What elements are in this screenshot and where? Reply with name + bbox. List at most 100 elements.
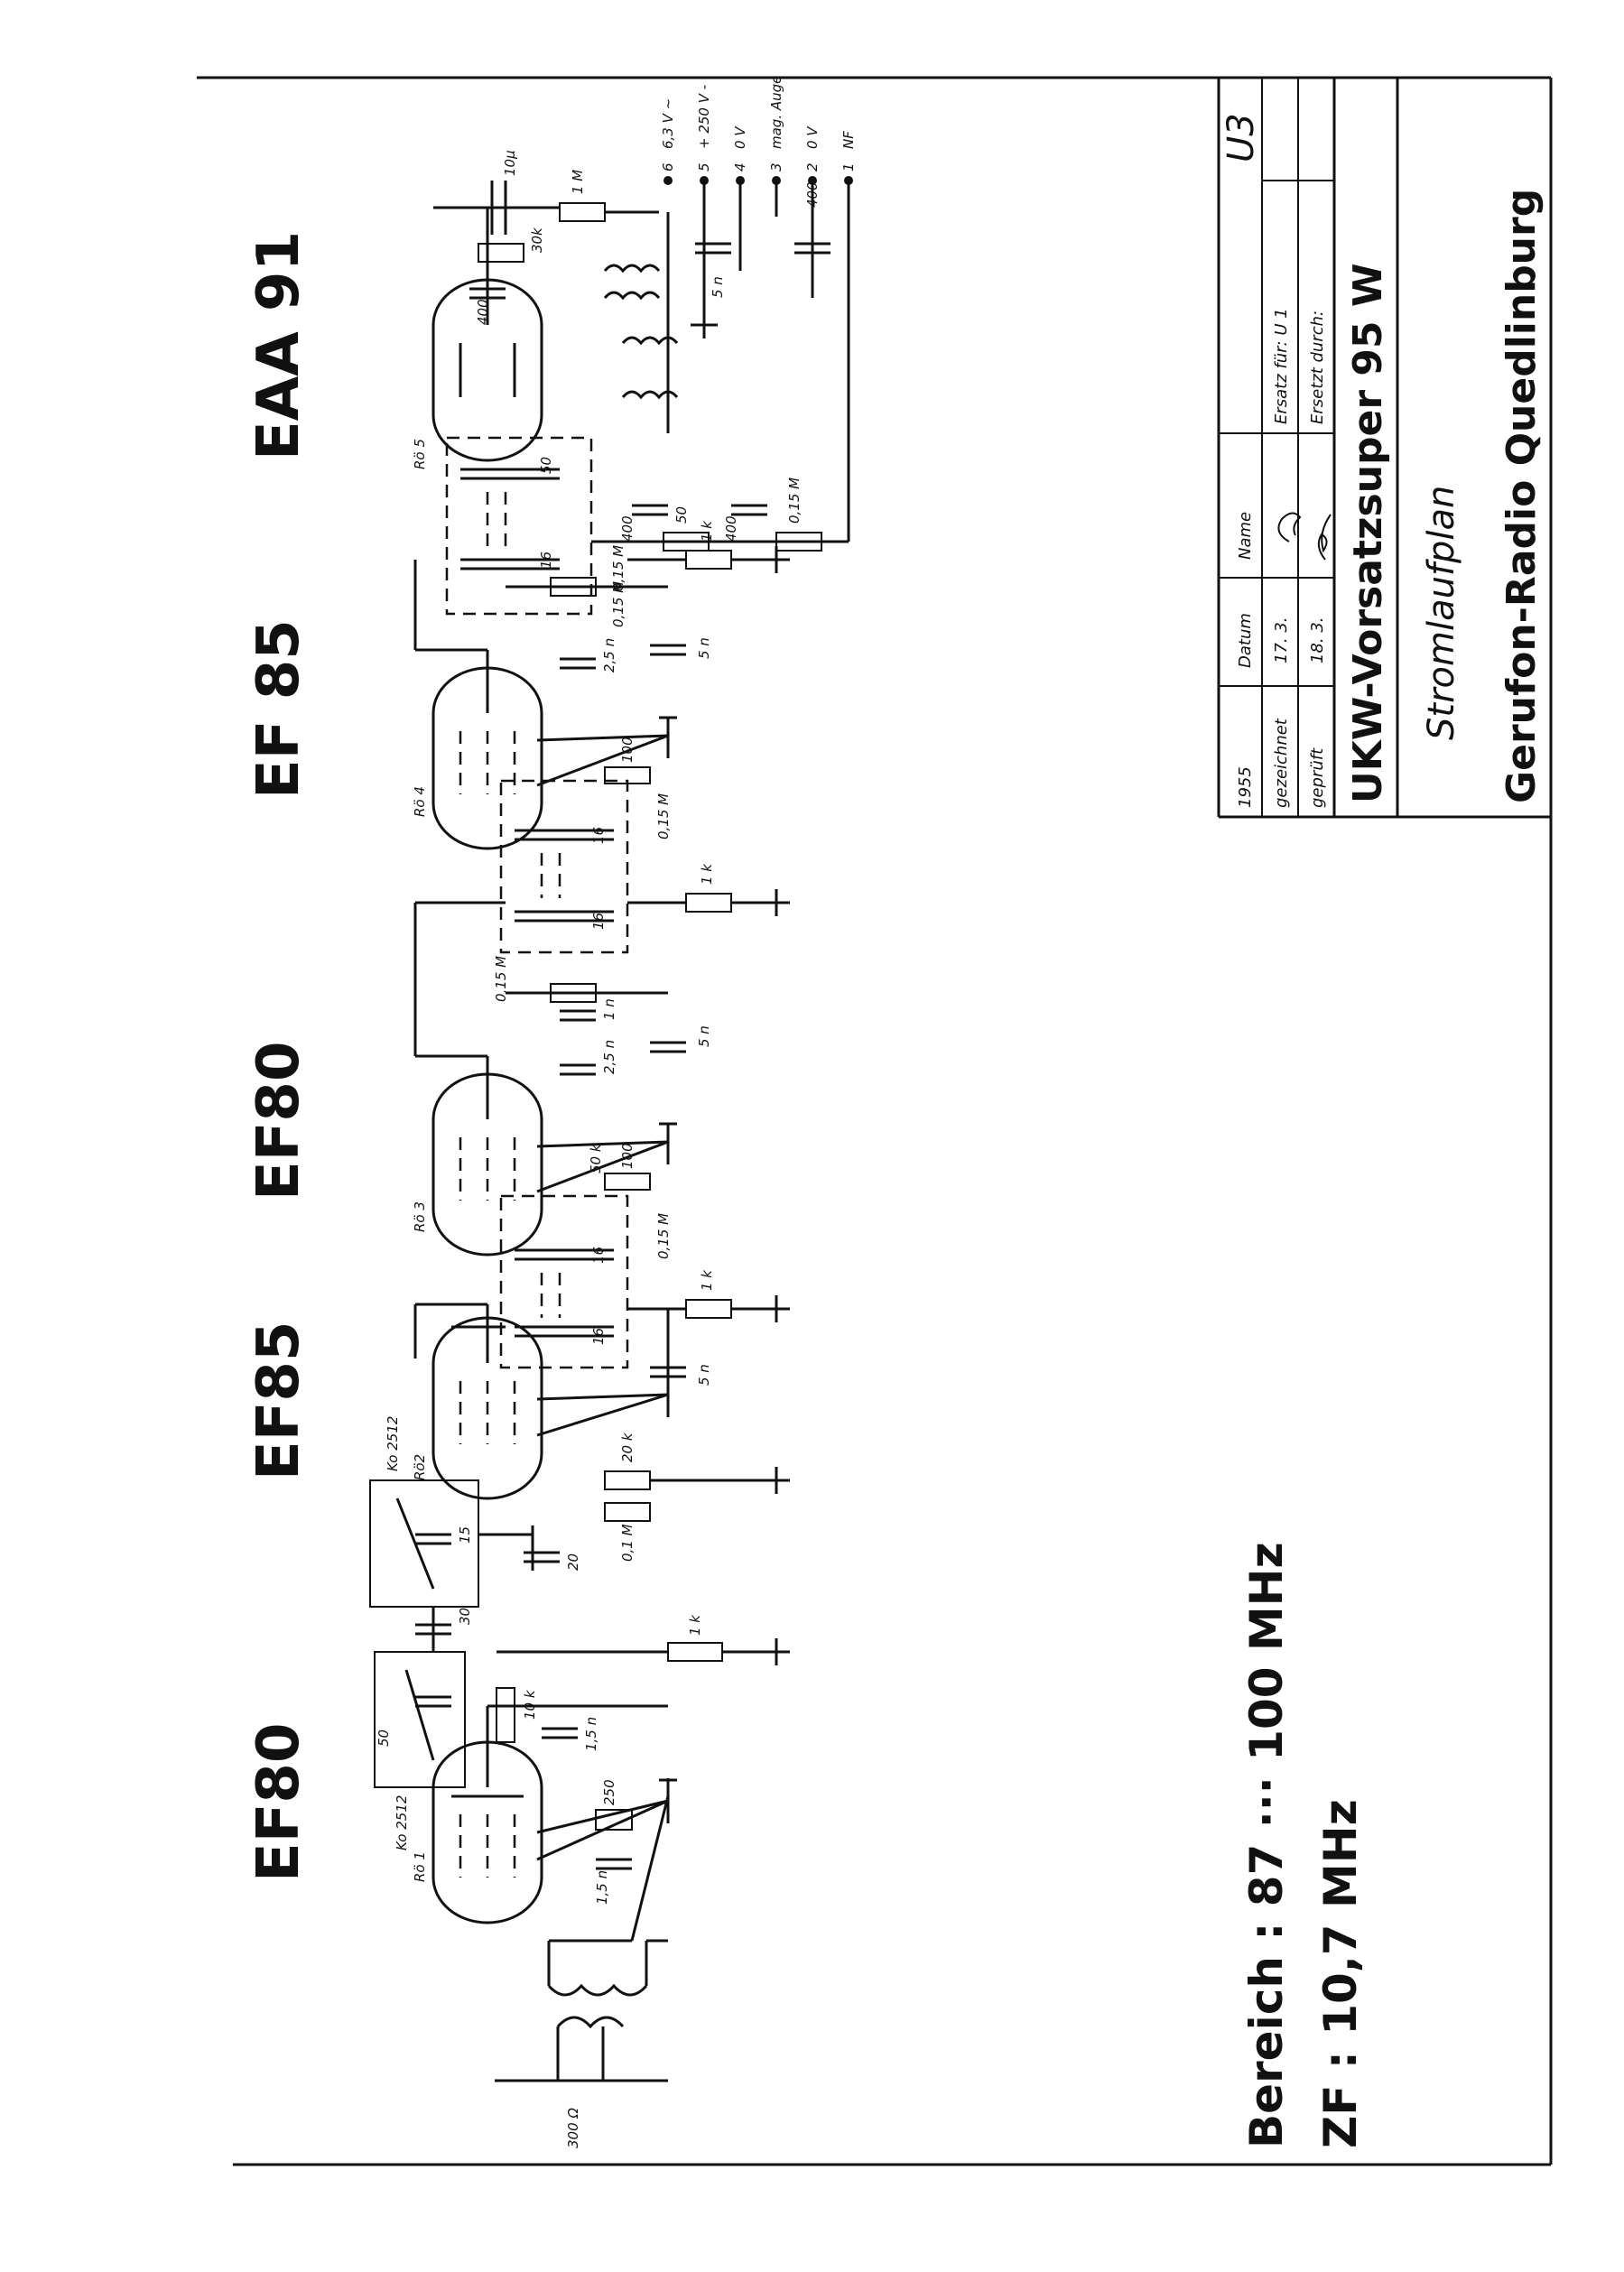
- stage-label-4: Rö 4: [412, 786, 428, 817]
- drawing-title: UKW-Vorsatzsuper 95 W: [1345, 264, 1391, 804]
- terminal-label-4: 0 V: [732, 125, 748, 149]
- checked-label: geprüft: [1308, 747, 1327, 808]
- antenna-impedance: 300 Ω: [565, 2108, 581, 2148]
- c-30-label: 30: [457, 1608, 473, 1625]
- company-name: Gerufon-Radio Quedlinburg: [1499, 189, 1545, 803]
- intermediate-frequency: ZF : 10,7 MHz: [1314, 1799, 1367, 2148]
- c-400-nf-label: 400: [804, 181, 821, 208]
- col-name: Name: [1236, 512, 1255, 560]
- stage-2: 15 Ko 2512 20 Rö2 20 k 0,1 M: [369, 1303, 790, 1608]
- kc-a-label: Ko 2512: [385, 1416, 401, 1471]
- r-015b-label: 0,15 M: [610, 545, 626, 591]
- terminal-num-5: 5: [696, 162, 712, 172]
- checked-date: 18. 3.: [1308, 617, 1327, 663]
- output-terminals: 6 5 4 3 2 1 6,3 V ~ + 250 V - 0 V mag. A…: [660, 76, 857, 185]
- terminal-label-1: NF: [840, 131, 857, 149]
- c-16c-label: 16: [590, 913, 607, 930]
- kc-b-label: Ko 2512: [394, 1795, 410, 1850]
- terminal-label-5: + 250 V -: [696, 85, 712, 149]
- r-1M-label: 1 M: [570, 170, 586, 194]
- r-20k-label: 20 k: [619, 1432, 636, 1462]
- replaced-by-note: Ersetzt durch:: [1308, 311, 1327, 424]
- r-10k-label: 10 k: [522, 1689, 538, 1720]
- tube-label-1: EF80: [246, 1723, 312, 1883]
- if-transformer-1: 16 16 1 k 5 n 0,15 M: [499, 1194, 790, 1386]
- r-015c-label: 0,15 M: [655, 793, 672, 839]
- col-date: Datum: [1236, 613, 1255, 668]
- stage-label-1: Rö 1: [412, 1851, 428, 1882]
- stage-label-3: Rö 3: [412, 1201, 428, 1232]
- heater-chokes: [603, 212, 679, 433]
- c-2n5-b-label: 2,5 n: [601, 1040, 617, 1074]
- coupling-cap-30: 30: [415, 1607, 473, 1652]
- r-015d-label: 0,15 M: [493, 956, 509, 1002]
- r-100-b-label: 100: [619, 1143, 636, 1169]
- stage-label-5: Rö 5: [412, 439, 428, 469]
- r-50-label: 50: [673, 506, 690, 524]
- if-transformer-3: 50 16 Rö 5 0,15 M 50 0,15 M 400 400: [412, 436, 849, 627]
- r-015-nf-label: 0,15 M: [786, 478, 803, 524]
- r-100-a-label: 100: [619, 737, 636, 763]
- stage-4: Rö 4 100 2,5 n 5 n 0,15 M 1 k: [412, 520, 790, 850]
- replaces-note: Ersatz für: U 1: [1272, 308, 1291, 424]
- tube-label-4: EF 85: [246, 619, 312, 799]
- drawing-frame: [197, 76, 1553, 2166]
- c-50a-label: 50: [538, 457, 554, 474]
- c-5n-c-label: 5 n: [696, 1364, 712, 1386]
- terminal-num-1: 1: [840, 162, 857, 172]
- c-5n-a-label: 5 n: [696, 637, 712, 659]
- terminal-label-2: 0 V: [804, 125, 821, 149]
- sheet-code: U3: [1220, 113, 1262, 162]
- r-015a-label: 0,15 M: [610, 581, 626, 627]
- c-16a-label: 16: [538, 552, 554, 569]
- supply-filter: 5 n 400: [691, 181, 850, 542]
- terminal-num-4: 4: [732, 162, 748, 172]
- tube-label-2: EF85: [246, 1321, 312, 1481]
- terminal-num-6: 6: [660, 162, 676, 172]
- stage-label-2: Rö2: [412, 1454, 428, 1480]
- c-16d-label: 16: [590, 1247, 607, 1264]
- drawn-date: 17. 3.: [1272, 617, 1291, 663]
- title-year: 1955: [1236, 766, 1255, 808]
- c-1n-label: 1 n: [601, 998, 617, 1020]
- r-250-label: 250: [601, 1779, 617, 1805]
- stage-5: 400 30k 10µ 1 M: [432, 150, 659, 462]
- drawing-subtitle: Stromlaufplan: [1421, 486, 1462, 740]
- if-transformer-2: 16 16 1 k 0,15 M: [415, 779, 790, 954]
- c-50b-label: 50: [376, 1730, 392, 1747]
- c-15-label: 15: [457, 1526, 473, 1544]
- c-400c-label: 400: [723, 515, 739, 542]
- c-5n-b-label: 5 n: [696, 1025, 712, 1047]
- terminal-num-2: 2: [804, 162, 821, 172]
- drawn-label: gezeichnet: [1272, 718, 1291, 808]
- r-01M-label: 0,1 M: [619, 1524, 636, 1562]
- c-1n5-b-label: 1,5 n: [594, 1870, 610, 1905]
- stage-1: 250 1,5 n 10 k 1,5 n 1 k 50 Ko 2512 Rö 1: [374, 1614, 790, 1924]
- frequency-range: Bereich : 87 ··· 100 MHz: [1240, 1542, 1293, 2148]
- r-1k-a-label: 1 k: [699, 520, 715, 542]
- signature-checked: [1317, 514, 1332, 561]
- title-block: U3 1955 Datum Name gezeichnet 17. 3. gep…: [1217, 78, 1551, 819]
- terminal-num-3: 3: [768, 162, 784, 172]
- c-5n-supply-label: 5 n: [710, 276, 726, 298]
- r-30k-label: 30k: [529, 227, 545, 253]
- stage-3: Rö 3 100 50 k 2,5 n 1 n 5 n 0,15 M: [412, 903, 712, 1257]
- c-400b-label: 400: [619, 515, 636, 542]
- c-20-label: 20: [565, 1553, 581, 1571]
- r-1k-d-label: 1 k: [687, 1614, 703, 1636]
- tube-label-3: EF80: [246, 1042, 312, 1201]
- c-400a-label: 400: [475, 299, 491, 325]
- signature-drawn: [1277, 512, 1302, 542]
- tube-label-5: EAA 91: [246, 231, 312, 460]
- c-10u-label: 10µ: [502, 150, 518, 176]
- r-1k-b-label: 1 k: [699, 863, 715, 885]
- antenna-input: 300 Ω: [495, 1795, 670, 2148]
- r-015e-label: 0,15 M: [655, 1213, 672, 1259]
- c-16b-label: 16: [590, 827, 607, 844]
- terminal-label-6: 6,3 V ~: [660, 98, 676, 149]
- r-1k-c-label: 1 k: [699, 1269, 715, 1291]
- r-50k-label: 50 k: [588, 1143, 604, 1173]
- terminal-label-3: mag. Auge: [768, 76, 784, 149]
- c-1n5-a-label: 1,5 n: [583, 1717, 599, 1751]
